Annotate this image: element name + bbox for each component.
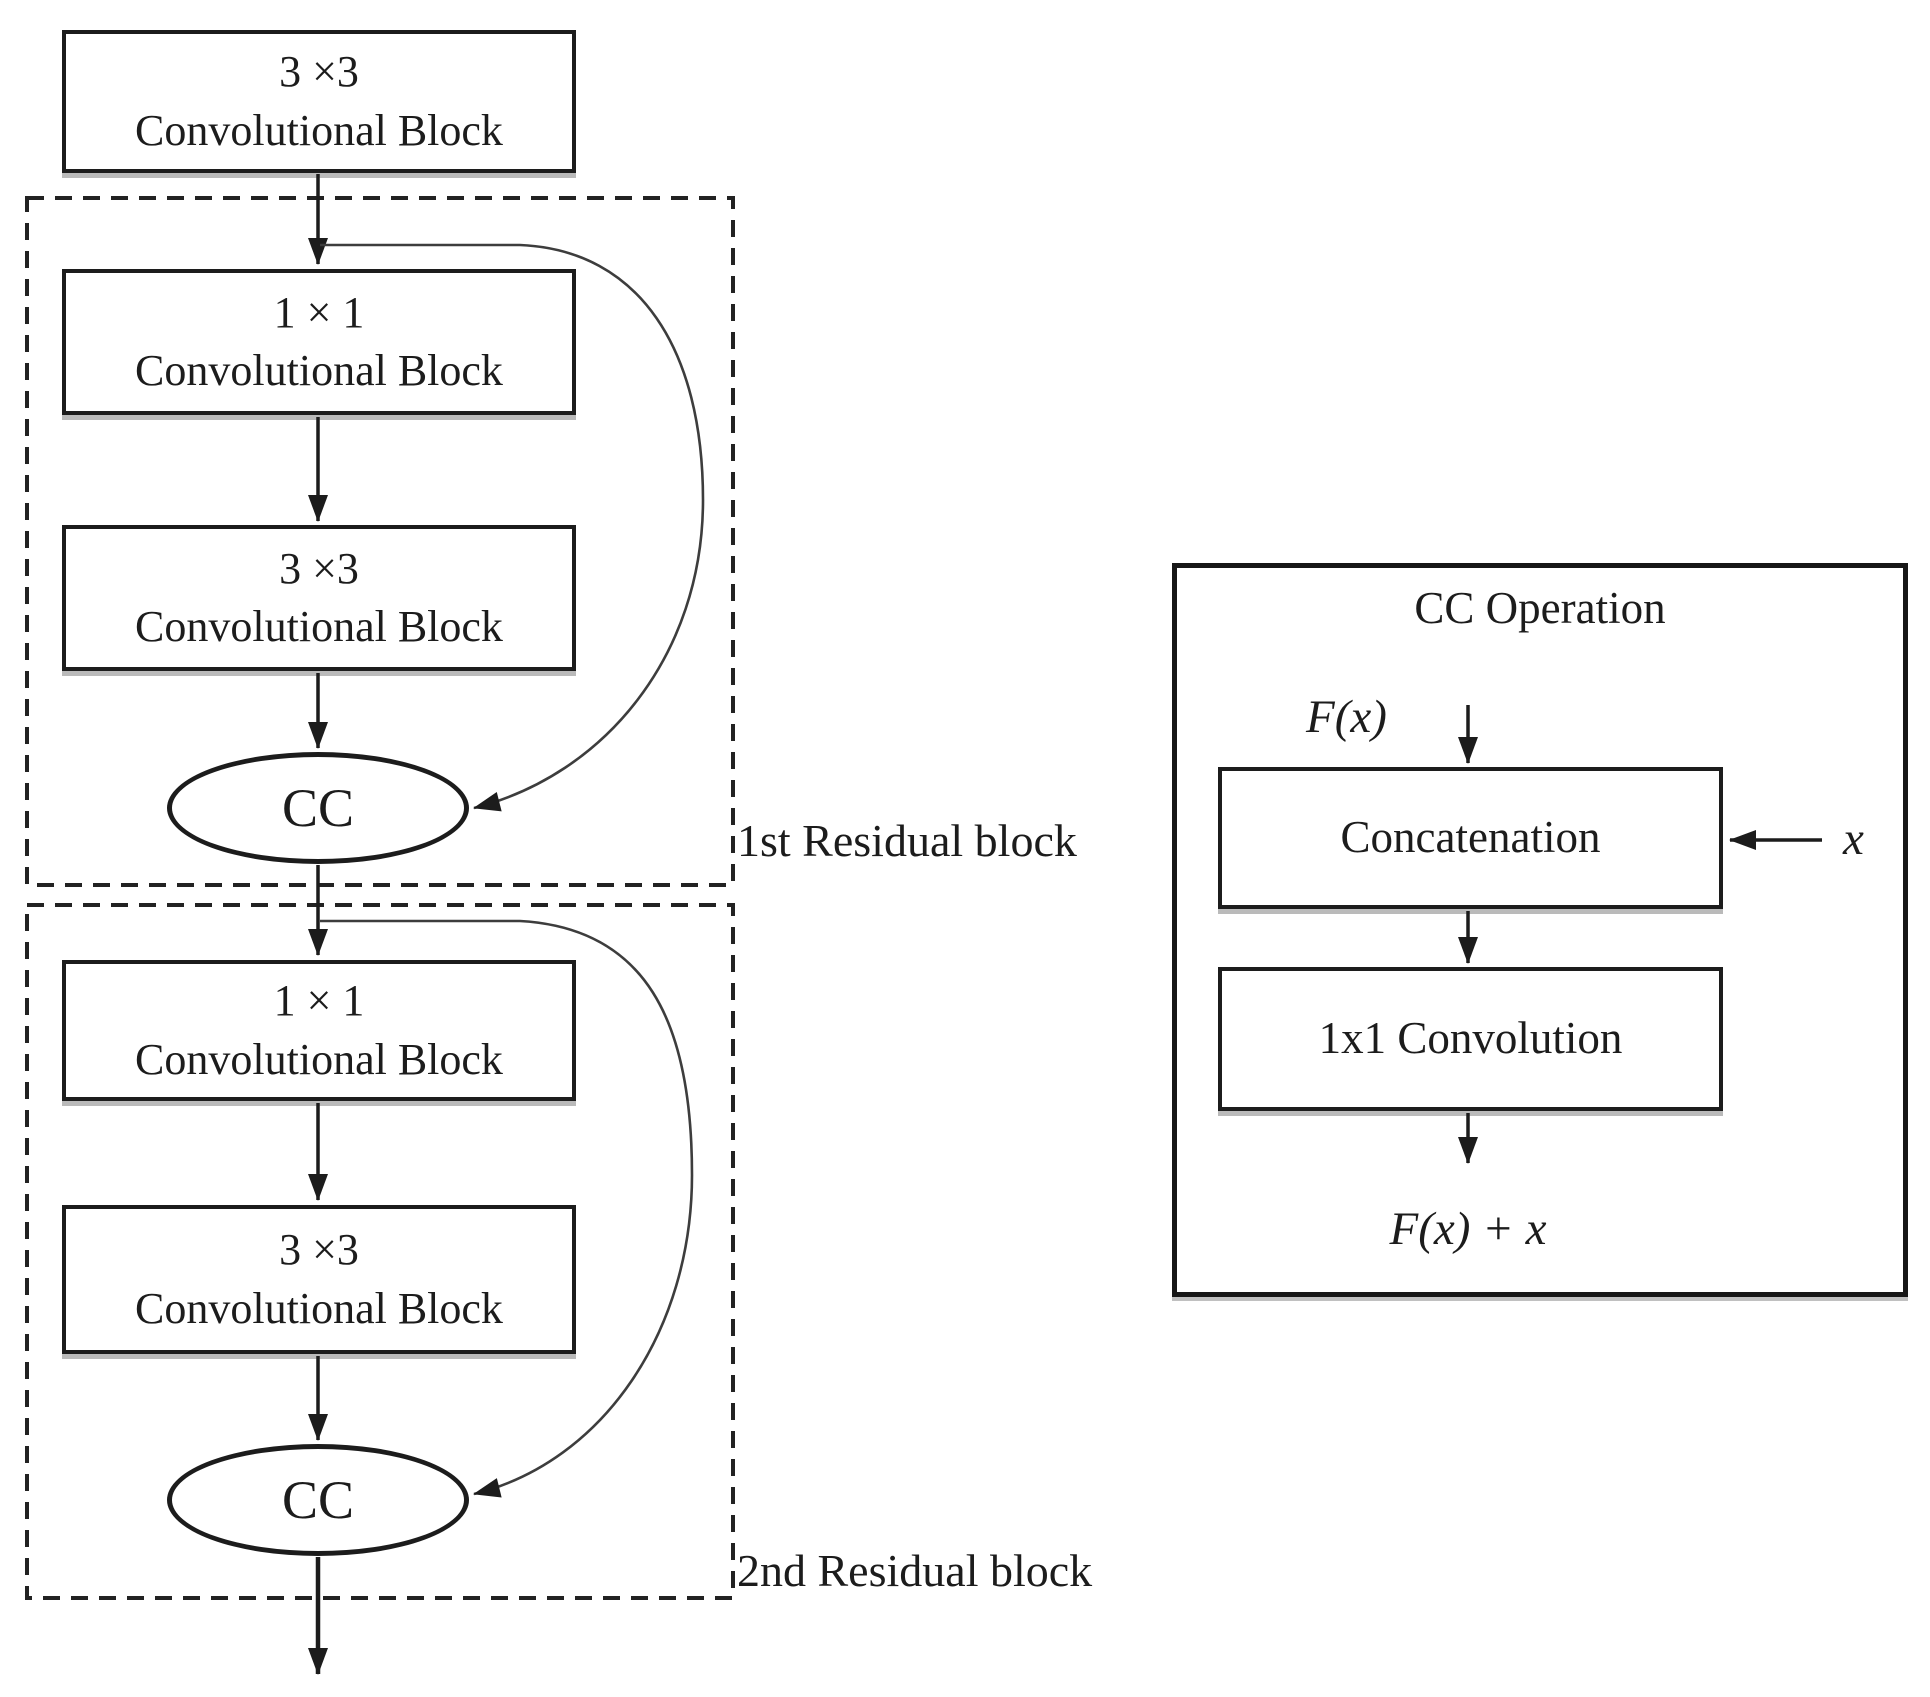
cc-operation-title: CC Operation (1414, 583, 1666, 633)
res1-conv3x3-block: 3 ×3 Convolutional Block (62, 525, 576, 671)
stem-conv-kernel: 3 ×3 (279, 47, 359, 97)
res2-cc-merge-node: CC (167, 1444, 469, 1556)
res1-conv1x1-label: Convolutional Block (135, 346, 503, 395)
res1-conv3x3-label: Convolutional Block (135, 602, 503, 651)
conv1x1-operation-label: 1x1 Convolution (1318, 1013, 1623, 1064)
conv1x1-operation-block: 1x1 Convolution (1218, 967, 1723, 1111)
res2-conv3x3-block: 3 ×3 Convolutional Block (62, 1205, 576, 1354)
res2-conv1x1-block: 1 × 1 Convolutional Block (62, 960, 576, 1101)
res2-conv1x1-label: Convolutional Block (135, 1034, 503, 1084)
cc-operation-panel (1172, 563, 1908, 1297)
concatenation-label: Concatenation (1340, 812, 1601, 863)
cc-op-input-fx-label: F(x) (1306, 691, 1387, 743)
res1-cc-merge-node: CC (167, 752, 469, 864)
cc-op-output-label: F(x) + x (1389, 1203, 1547, 1255)
res2-caption: 2nd Residual block (737, 1545, 1093, 1596)
res1-caption: 1st Residual block (737, 815, 1077, 866)
cc-op-identity-x-label: x (1843, 813, 1864, 865)
res1-cc-label: CC (281, 778, 355, 838)
stem-conv-label: Convolutional Block (135, 105, 503, 155)
stem-conv-block: 3 ×3 Convolutional Block (62, 30, 576, 173)
res2-conv3x3-kernel: 3 ×3 (279, 1225, 359, 1275)
res2-conv1x1-kernel: 1 × 1 (273, 976, 365, 1026)
res1-conv1x1-kernel: 1 × 1 (273, 287, 365, 337)
res2-conv3x3-label: Convolutional Block (135, 1283, 503, 1333)
res1-conv1x1-block: 1 × 1 Convolutional Block (62, 269, 576, 415)
res1-conv3x3-kernel: 3 ×3 (279, 543, 359, 593)
concatenation-block: Concatenation (1218, 767, 1723, 909)
res2-cc-label: CC (281, 1470, 355, 1530)
